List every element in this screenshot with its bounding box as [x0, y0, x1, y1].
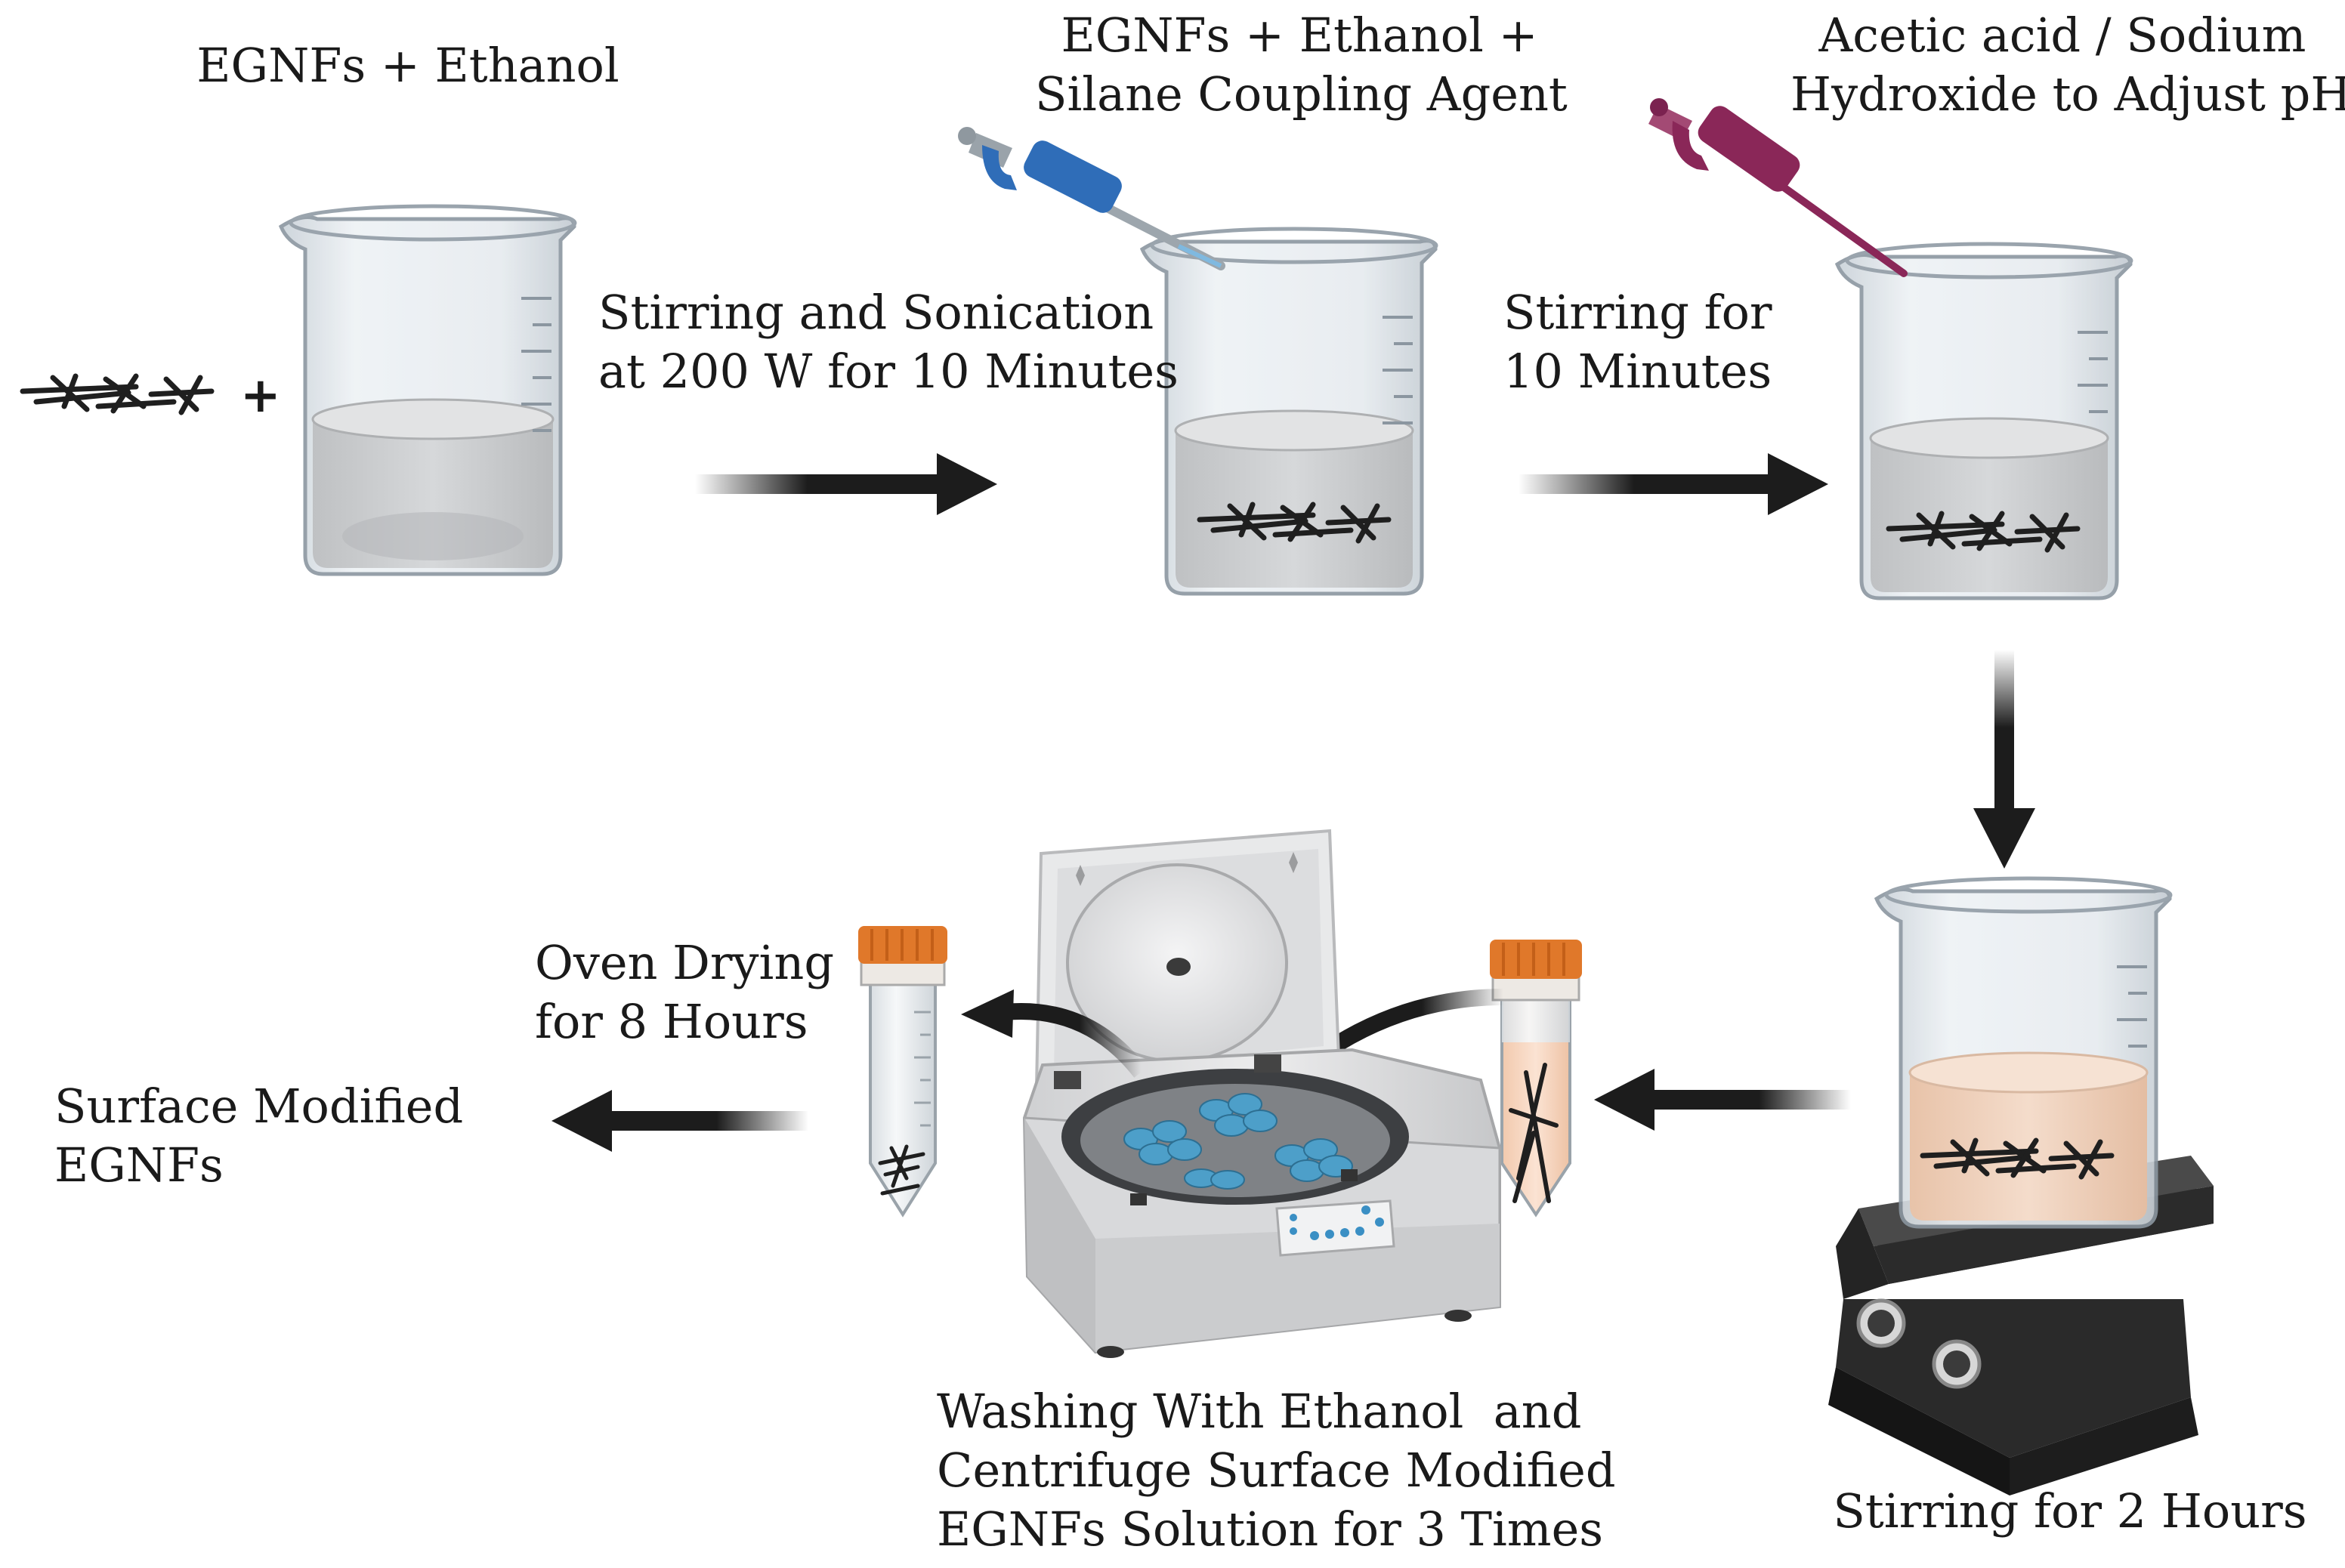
label-stirring-10min: Stirring for 10 Minutes: [1503, 285, 1772, 399]
arrow-step-3-down: [1973, 650, 2035, 869]
arrow-step-4: [1594, 1069, 1851, 1131]
label-washing-centrifuge: Washing With Ethanol and Centrifuge Surf…: [937, 1384, 1616, 1557]
beaker-1: [278, 204, 577, 576]
beaker-3: [1834, 242, 2133, 600]
label-egnfs-ethanol: EGNFs + Ethanol: [196, 38, 619, 93]
beaker-4-pink: [1874, 876, 2173, 1229]
label-stirring-2h: Stirring for 2 Hours: [1833, 1483, 2307, 1539]
beaker-2: [1139, 227, 1438, 596]
label-adjust-ph: Acetic acid / Sodium Hydroxide to Adjust…: [1790, 8, 2345, 122]
arrow-out-of-centrifuge: [961, 989, 1148, 1078]
arrow-step-1: [695, 453, 997, 515]
plus-sign: +: [240, 368, 281, 424]
pipette-purple-icon: [1648, 98, 1908, 277]
label-surface-modified: Surface Modified EGNFs: [54, 1079, 464, 1193]
egnf-fibers-free: [23, 376, 212, 412]
label-silane-coupling: EGNFs + Ethanol + Silane Coupling Agent: [1035, 8, 1568, 122]
centrifuge: [1022, 829, 1501, 1358]
label-stirring-sonication: Stirring and Sonication at 200 W for 10 …: [598, 285, 1179, 399]
arrow-final: [551, 1090, 808, 1152]
label-oven-drying: Oven Drying for 8 Hours: [535, 935, 835, 1049]
pipette-blue-icon: [958, 127, 1225, 270]
tube-pink: [1490, 940, 1582, 1218]
tube-clear: [858, 926, 947, 1218]
arrow-step-2: [1519, 453, 1828, 515]
